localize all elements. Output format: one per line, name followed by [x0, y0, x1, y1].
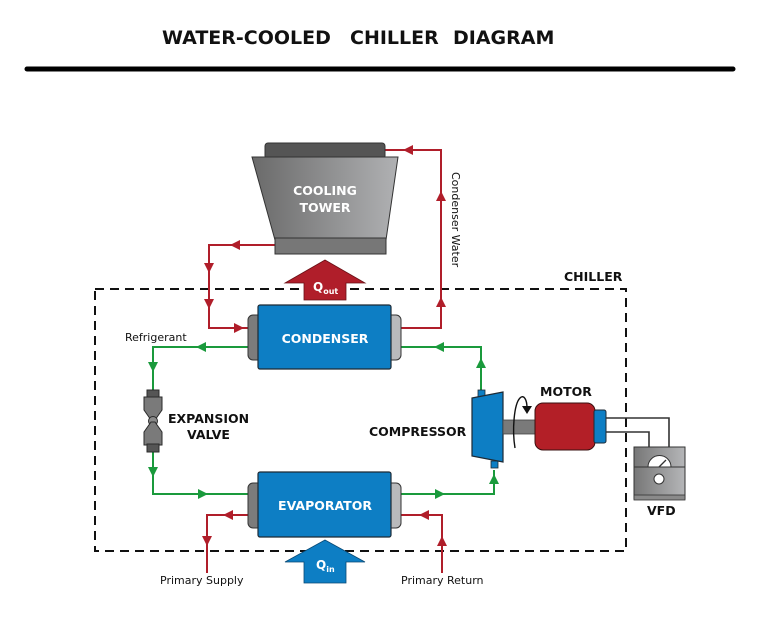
- title-part-3: DIAGRAM: [453, 27, 554, 49]
- primary-return-line: [401, 514, 443, 573]
- arrow-right-icon: [435, 489, 445, 499]
- chilled-water-arrows: [202, 510, 447, 546]
- compressor-label: COMPRESSOR: [369, 424, 467, 439]
- evaporator: EVAPORATOR: [247, 471, 402, 538]
- vfd: [633, 446, 686, 501]
- motor-body: [534, 402, 596, 451]
- condenser-water-supply-line: [208, 244, 276, 329]
- vfd-wiring: [606, 417, 670, 447]
- refrigerant-arrows: [148, 342, 499, 499]
- vfd-label: VFD: [647, 503, 676, 518]
- wire-2: [606, 431, 650, 447]
- valve-lower-body: [143, 421, 163, 446]
- rotation-arrow-icon: [512, 396, 532, 449]
- refrigerant-discharge-line: [401, 346, 482, 392]
- gauge-icon: [647, 455, 672, 468]
- motor-terminal-box: [593, 409, 607, 444]
- q-in-label: Qin: [316, 558, 335, 574]
- vfd-base: [633, 494, 686, 501]
- refrigerant-liquid-line: [152, 346, 248, 392]
- heat-in-arrow-icon: [284, 539, 366, 584]
- refrigerant-suction-line: [401, 470, 495, 495]
- page-title: WATER-COOLED CHILLER DIAGRAM: [162, 27, 554, 49]
- cooling-tower-label-line2: TOWER: [299, 200, 350, 215]
- expansion-valve-label-line2: VALVE: [187, 427, 230, 442]
- title-part-2: CHILLER: [350, 27, 439, 49]
- arrow-left-icon: [403, 145, 413, 155]
- compressor: [471, 389, 504, 469]
- arrow-left-icon: [230, 240, 240, 250]
- arrow-up-icon: [436, 191, 446, 201]
- vfd-cabinet: [633, 446, 686, 500]
- wire-1: [606, 417, 670, 447]
- valve-bottom-cap: [146, 443, 160, 453]
- compressor-suction-port: [490, 460, 499, 469]
- cooling-tower-label-line1: COOLING: [293, 183, 357, 198]
- condenser-label: CONDENSER: [282, 331, 369, 346]
- primary-return-label: Primary Return: [401, 574, 484, 587]
- heat-out-arrow-icon: [283, 259, 367, 301]
- arrow-right-icon: [234, 323, 244, 333]
- refrigerant-expanded-line: [152, 450, 248, 495]
- condenser-water-arrows: [204, 145, 446, 333]
- title-part-1: WATER-COOLED: [162, 27, 331, 49]
- cooling-tower-basin: [274, 237, 387, 255]
- arrow-down-icon: [204, 299, 214, 309]
- vfd-knob-icon: [653, 473, 665, 485]
- cooling-tower: COOLING TOWER: [251, 142, 399, 255]
- arrow-left-icon: [434, 342, 444, 352]
- q-out-label: Qout: [313, 280, 338, 296]
- q-in-arrow: Qin: [284, 539, 366, 584]
- arrow-up-icon: [436, 297, 446, 307]
- evaporator-label: EVAPORATOR: [278, 498, 372, 513]
- arrow-up-icon: [476, 358, 486, 368]
- condenser: CONDENSER: [247, 304, 402, 370]
- chiller-boundary-label: CHILLER: [564, 269, 623, 284]
- q-out-arrow: Qout: [283, 259, 367, 301]
- chilled-water-loop: [206, 514, 443, 573]
- arrow-down-icon: [148, 467, 158, 477]
- compressor-body: [471, 391, 504, 463]
- condenser-water-label: Condenser Water: [449, 172, 462, 268]
- refrigerant-label: Refrigerant: [125, 331, 187, 344]
- arrow-left-icon: [419, 510, 429, 520]
- condenser-shell: [257, 304, 392, 370]
- primary-supply-label: Primary Supply: [160, 574, 244, 587]
- motor: [534, 402, 607, 451]
- drive-shaft: [502, 419, 539, 435]
- arrow-down-icon: [148, 362, 158, 372]
- arrow-left-icon: [196, 342, 206, 352]
- arrow-down-icon: [202, 536, 212, 546]
- motor-label: MOTOR: [540, 384, 592, 399]
- arrow-up-icon: [437, 536, 447, 546]
- arrow-right-icon: [198, 489, 208, 499]
- cooling-tower-body: [251, 156, 399, 241]
- expansion-valve: [143, 389, 163, 453]
- evaporator-shell: [257, 471, 392, 538]
- chiller-boundary: [94, 288, 627, 552]
- expansion-valve-label-line1: EXPANSION: [168, 411, 249, 426]
- arrow-up-icon: [489, 474, 499, 484]
- arrow-left-icon: [223, 510, 233, 520]
- gauge-needle: [658, 459, 667, 468]
- primary-supply-line: [206, 514, 248, 573]
- arrow-down-icon: [204, 263, 214, 273]
